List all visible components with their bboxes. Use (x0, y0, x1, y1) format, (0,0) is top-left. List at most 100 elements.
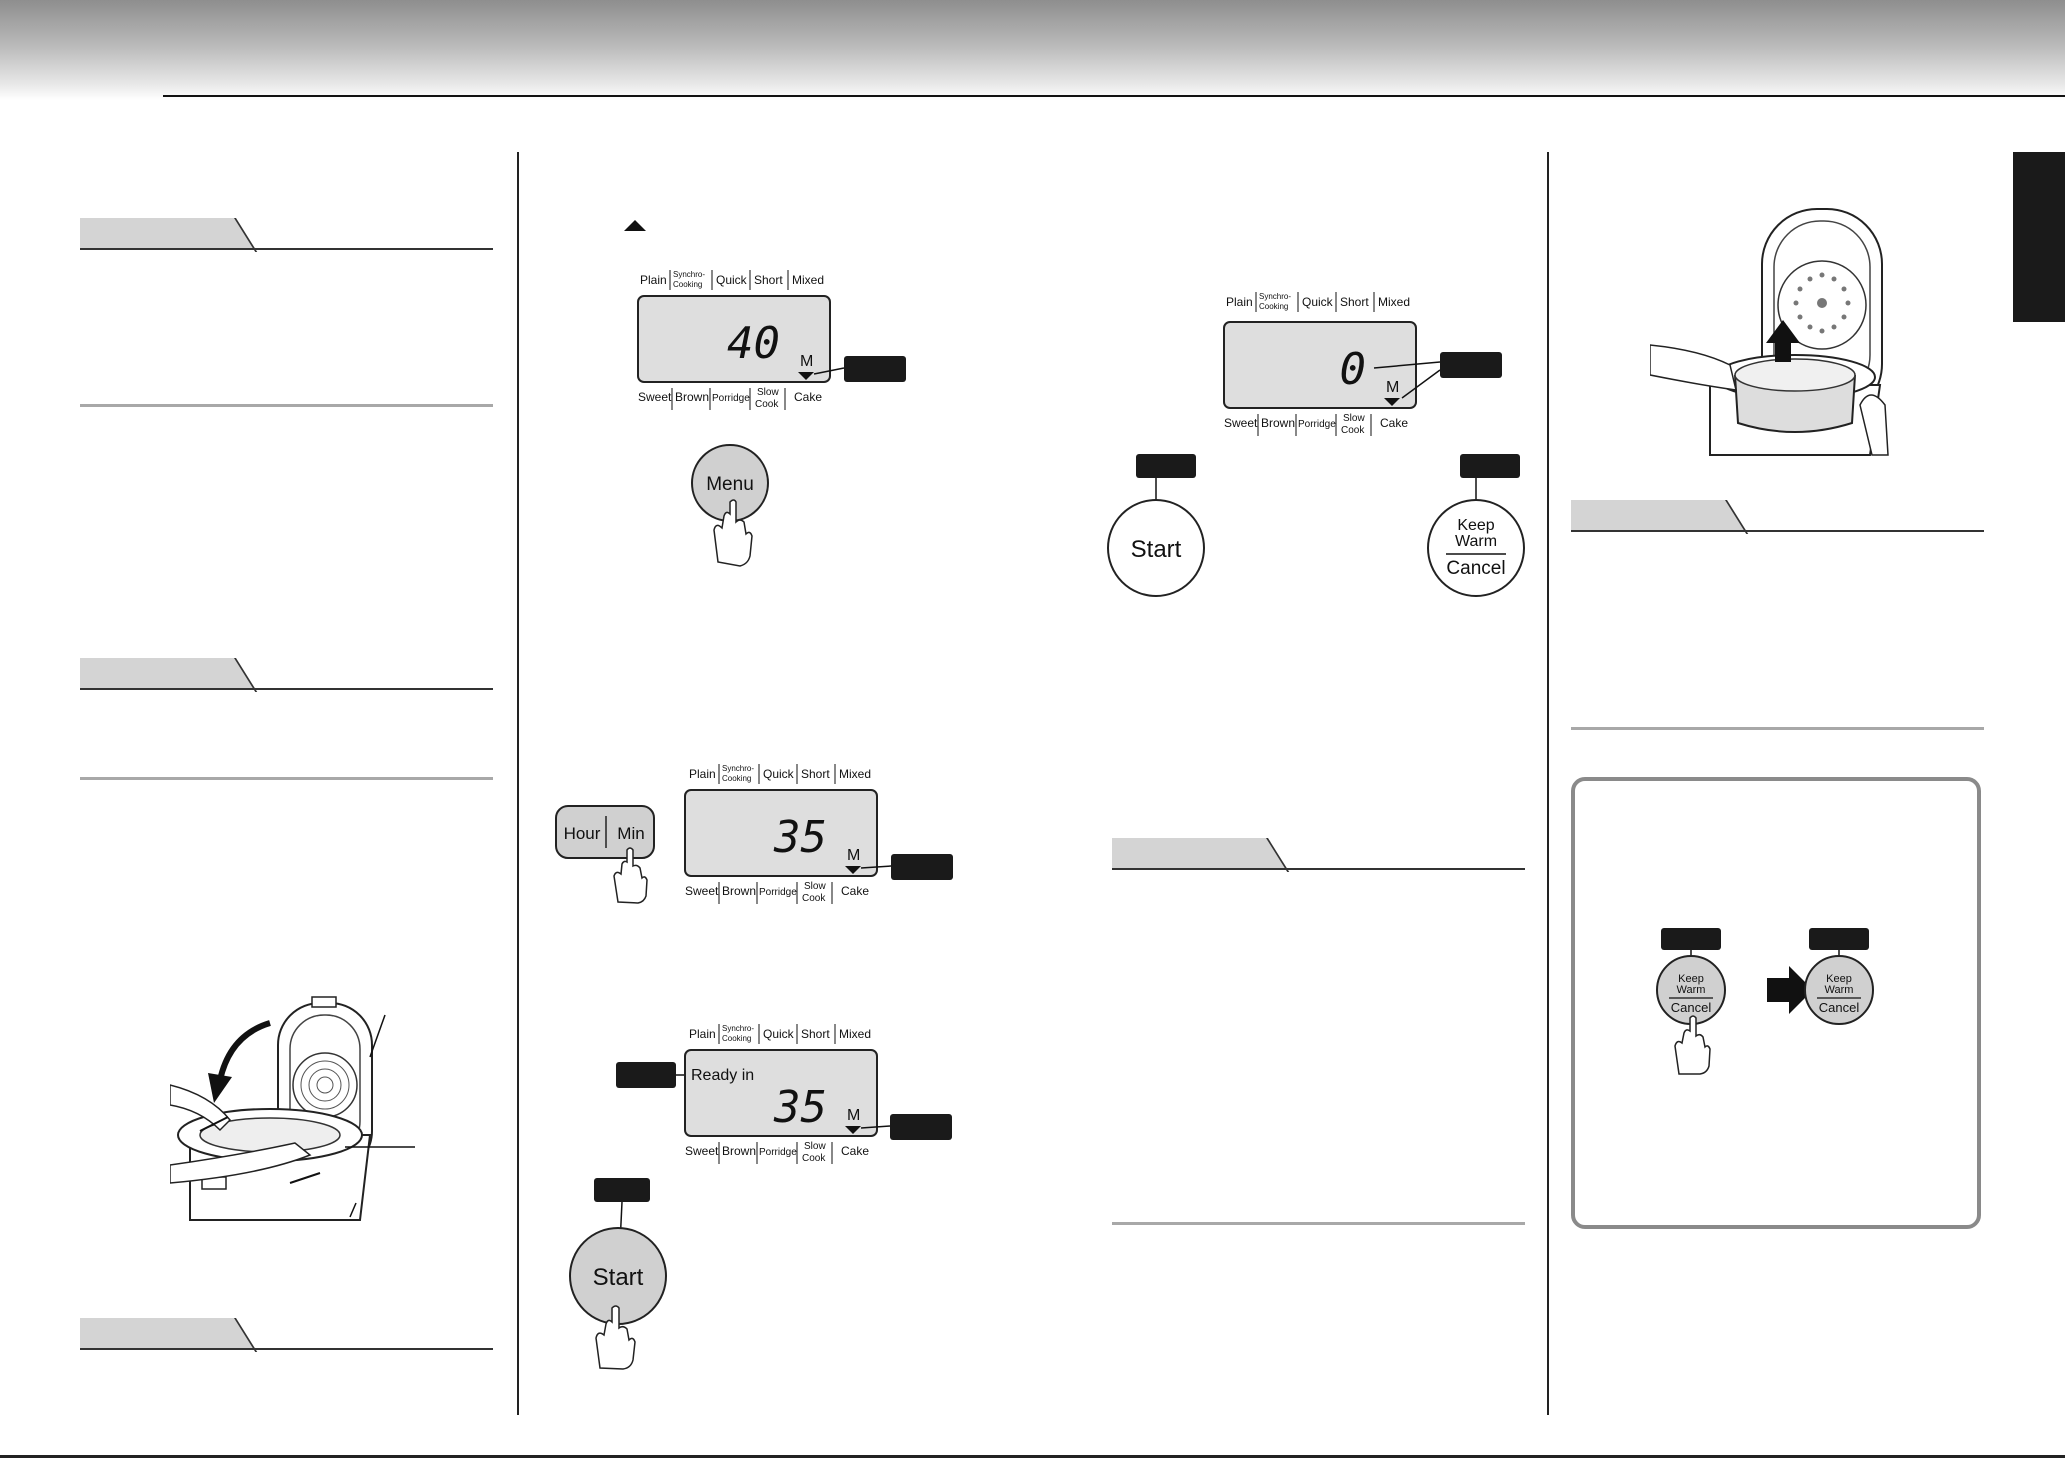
lcd-label-cake: Cake (794, 390, 822, 404)
lcd-label-cake: Cake (1380, 416, 1408, 430)
lcd-label-plain: Plain (640, 273, 667, 287)
pointing-hand-icon (595, 1305, 636, 1370)
lcd-label-cook: Cook (802, 1153, 826, 1164)
lcd-label-brown: Brown (1261, 416, 1295, 430)
keep-warm-cancel-button[interactable]: Keep Warm Cancel (1424, 452, 1528, 600)
lcd-label-sweet: Sweet (685, 1144, 719, 1158)
lcd-mode-letter: M (1386, 379, 1399, 396)
remove-inner-pan-illustration (1649, 205, 1890, 460)
lcd-label-porridge: Porridge (759, 1147, 797, 1158)
lcd-label-plain: Plain (1226, 295, 1253, 309)
up-triangle-icon (624, 220, 646, 231)
lcd-display-ready: Plain Synchro- Cooking Quick Short Mixed… (614, 1022, 964, 1167)
menu-button-label: Menu (706, 474, 754, 495)
section-tab-1 (80, 218, 493, 252)
lcd-label-brown: Brown (722, 1144, 756, 1158)
lcd-label-quick: Quick (763, 1027, 795, 1041)
inner-pan-insert-illustration (169, 985, 430, 1235)
header-band (0, 0, 2065, 100)
lcd-label-cooking: Cooking (722, 774, 751, 783)
lcd-value: 35 (773, 1082, 827, 1133)
lcd-label-cooking: Cooking (1259, 302, 1288, 311)
start-button-2[interactable]: Start (1104, 452, 1208, 600)
lcd-label-synchro: Synchro- (1259, 292, 1291, 301)
lcd-ready-label: Ready in (691, 1067, 754, 1084)
min-label: Min (617, 824, 644, 843)
section-tab-2 (80, 658, 493, 692)
lcd-label-quick: Quick (1302, 295, 1334, 309)
side-chapter-tab (2013, 152, 2065, 322)
lcd-label-brown: Brown (675, 390, 709, 404)
lcd-value: 40 (727, 318, 780, 369)
start-button-label: Start (593, 1264, 644, 1291)
lcd-label-synchro: Synchro- (722, 1024, 754, 1033)
lcd-label-synchro: Synchro- (673, 270, 705, 279)
lcd-label-mixed: Mixed (839, 767, 871, 781)
keep-label: Keep (1826, 973, 1852, 985)
pointing-hand-icon (713, 499, 753, 567)
lcd-label-short: Short (754, 273, 783, 287)
column-divider-1 (517, 152, 519, 1415)
lcd-label-quick: Quick (716, 273, 748, 287)
lcd-label-short: Short (1340, 295, 1369, 309)
lcd-label-cooking: Cooking (673, 280, 702, 289)
keep-label: Keep (1678, 973, 1704, 985)
keep-label: Keep (1457, 517, 1494, 534)
warm-label: Warm (1677, 984, 1706, 996)
lcd-label-porridge: Porridge (759, 887, 797, 898)
lcd-label-slow: Slow (1343, 413, 1365, 424)
lcd-label-cooking: Cooking (722, 1034, 751, 1043)
lcd-mode-letter: M (800, 353, 813, 370)
section-tab-5 (1571, 500, 1984, 534)
lcd-label-porridge: Porridge (712, 393, 750, 404)
lcd-label-cake: Cake (841, 884, 869, 898)
cancel-label: Cancel (1446, 558, 1505, 579)
lcd-display-menu: Plain Synchro- Cooking Quick Short Mixed… (630, 268, 910, 413)
section-rule-2 (80, 777, 493, 780)
header-rule (163, 95, 2065, 97)
lcd-display-finished: Plain Synchro- Cooking Quick Short Mixed… (1216, 290, 1506, 440)
hour-min-button[interactable]: Hour Min (554, 804, 658, 904)
pointing-hand-icon (1674, 1015, 1711, 1075)
pointing-hand-icon (613, 847, 648, 904)
start-button[interactable]: Start (566, 1178, 670, 1370)
cancel-label: Cancel (1671, 1000, 1712, 1015)
lcd-label-slow: Slow (804, 1141, 826, 1152)
lcd-value: 0 (1340, 344, 1367, 395)
section-rule-4 (1571, 727, 1984, 730)
start-button-label: Start (1131, 536, 1182, 563)
hour-label: Hour (564, 824, 601, 843)
menu-button[interactable]: Menu (690, 444, 770, 568)
warm-label: Warm (1825, 984, 1854, 996)
section-tab-4 (1112, 838, 1525, 872)
lcd-value: 35 (773, 812, 827, 863)
section-rule-3 (1112, 1222, 1525, 1225)
lcd-mode-letter: M (847, 847, 860, 864)
lcd-label-mixed: Mixed (1378, 295, 1410, 309)
lcd-label-mixed: Mixed (839, 1027, 871, 1041)
lcd-display-timer: Plain Synchro- Cooking Quick Short Mixed… (677, 762, 957, 907)
lcd-label-mixed: Mixed (792, 273, 824, 287)
cancel-label: Cancel (1819, 1000, 1860, 1015)
section-rule-1 (80, 404, 493, 407)
note-box (1571, 777, 1981, 1229)
lcd-label-brown: Brown (722, 884, 756, 898)
column-divider-2 (1547, 152, 1549, 1415)
lcd-label-cook: Cook (1341, 425, 1365, 436)
lcd-mode-letter: M (847, 1107, 860, 1124)
lcd-label-cook: Cook (802, 893, 826, 904)
footer-rule (0, 1455, 2065, 1458)
lcd-label-short: Short (801, 1027, 830, 1041)
lcd-label-sweet: Sweet (1224, 416, 1258, 430)
lcd-label-sweet: Sweet (638, 390, 672, 404)
lcd-label-plain: Plain (689, 767, 716, 781)
lcd-label-slow: Slow (757, 387, 779, 398)
lcd-label-porridge: Porridge (1298, 419, 1336, 430)
lcd-label-slow: Slow (804, 881, 826, 892)
lcd-label-short: Short (801, 767, 830, 781)
lcd-label-sweet: Sweet (685, 884, 719, 898)
warm-label: Warm (1455, 533, 1497, 550)
lcd-label-cake: Cake (841, 1144, 869, 1158)
keep-warm-cancel-sequence: Keep Warm Cancel Keep Warm Cancel (1655, 926, 1905, 1076)
lcd-label-cook: Cook (755, 399, 779, 410)
